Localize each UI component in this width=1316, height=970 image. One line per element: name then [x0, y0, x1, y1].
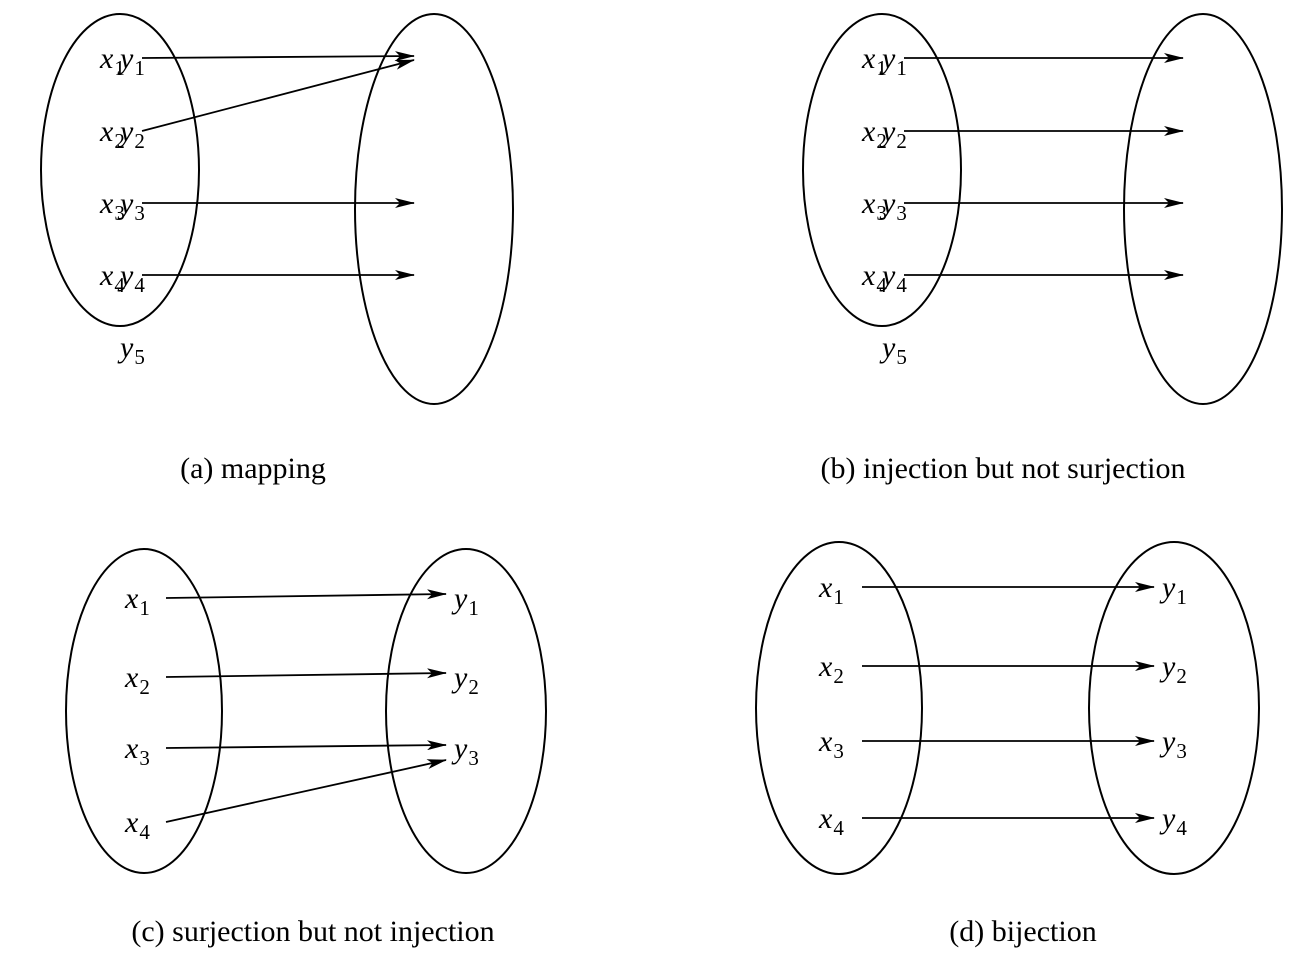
codomain-element-label: y2 — [451, 661, 479, 699]
domain-set-ellipse — [755, 541, 923, 875]
domain-element-label: x3 — [99, 187, 125, 225]
domain-element-label: x3 — [124, 732, 150, 770]
domain-element-label: x1 — [861, 42, 887, 80]
label-layer: x1 x2 x3 x4 y1 y2 y3 y4 y5 — [99, 42, 145, 369]
label-layer: x1 x2 x3 x4 y1 y2 y3 y4 y5 — [861, 42, 907, 369]
arrow-layer — [165, 589, 447, 823]
codomain-element-label: y1 — [1159, 571, 1187, 609]
domain-set-ellipse — [802, 13, 962, 327]
codomain-set-ellipse — [354, 13, 514, 405]
codomain-element-label: y5 — [879, 331, 907, 369]
domain-set-ellipse — [65, 548, 223, 874]
domain-element-label: x3 — [818, 725, 844, 763]
panel-caption: (a) mapping — [180, 452, 326, 485]
codomain-element-label: y3 — [879, 187, 907, 225]
codomain-element-label: y1 — [117, 42, 145, 80]
codomain-element-label: y1 — [879, 42, 907, 80]
label-layer: x1 x2 x3 x4 y1 y2 y3 — [124, 582, 479, 844]
domain-element-label: x2 — [818, 650, 844, 688]
codomain-element-label: y3 — [451, 732, 479, 770]
domain-element-label: x3 — [861, 187, 887, 225]
arrow-layer — [141, 51, 415, 280]
mapping-arrow — [165, 759, 447, 823]
panel-c: x1 x2 x3 x4 y1 y2 y3 (c) surjection but not in… — [65, 548, 547, 948]
codomain-element-label: y2 — [879, 115, 907, 153]
codomain-element-label: y5 — [117, 331, 145, 369]
panel-caption: (d) bijection — [949, 915, 1096, 948]
mapping-arrow — [165, 668, 447, 679]
domain-element-label: x1 — [99, 42, 125, 80]
codomain-element-label: y2 — [117, 115, 145, 153]
codomain-element-label: y2 — [1159, 650, 1187, 688]
domain-element-label: x4 — [99, 259, 125, 297]
codomain-element-label: y3 — [1159, 725, 1187, 763]
panel-a: x1 x2 x3 x4 y1 y2 y3 y4 y5 (a) mapping — [40, 13, 514, 485]
mapping-arrow — [165, 589, 447, 600]
codomain-element-label: y4 — [1159, 802, 1187, 840]
domain-element-label: x4 — [818, 802, 844, 840]
codomain-element-label: y4 — [117, 259, 145, 297]
codomain-set-ellipse — [1088, 541, 1260, 875]
panel-d: x1 x2 x3 x4 y1 y2 y3 y4 (d) bijection — [755, 541, 1260, 948]
domain-element-label: x1 — [818, 571, 844, 609]
codomain-set-ellipse — [1123, 13, 1283, 405]
domain-element-label: x2 — [861, 115, 887, 153]
domain-element-label: x4 — [861, 259, 887, 297]
domain-element-label: x2 — [124, 661, 150, 699]
arrow-layer — [862, 582, 1155, 823]
codomain-element-label: y1 — [451, 582, 479, 620]
mapping-arrow — [141, 59, 415, 132]
codomain-element-label: y3 — [117, 187, 145, 225]
mapping-arrow — [141, 51, 415, 62]
mapping-arrow — [165, 740, 447, 751]
arrow-layer — [904, 53, 1184, 280]
label-layer: x1 x2 x3 x4 y1 y2 y3 y4 — [818, 571, 1187, 840]
domain-set-ellipse — [40, 13, 200, 327]
domain-element-label: x1 — [124, 582, 150, 620]
codomain-set-ellipse — [385, 548, 547, 874]
panel-caption: (b) injection but not surjection — [821, 452, 1186, 485]
panel-b: x1 x2 x3 x4 y1 y2 y3 y4 y5 (b) injection but not… — [802, 13, 1283, 485]
codomain-element-label: y4 — [879, 259, 907, 297]
domain-element-label: x4 — [124, 806, 150, 844]
domain-element-label: x2 — [99, 115, 125, 153]
panel-caption: (c) surjection but not injection — [131, 915, 494, 948]
